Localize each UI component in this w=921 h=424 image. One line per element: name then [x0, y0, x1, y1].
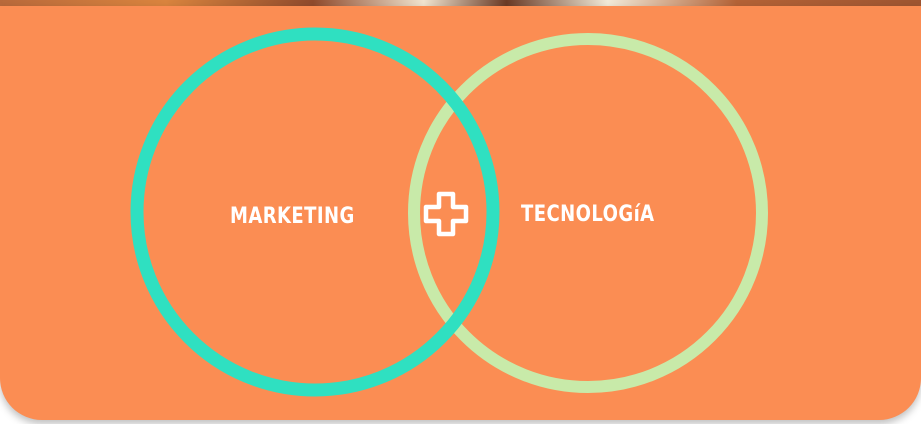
right-circle	[408, 33, 768, 393]
marketing-label: MARKETING	[230, 204, 355, 229]
plus-icon	[423, 191, 469, 237]
left-circle	[130, 27, 500, 397]
technology-label: TECNOLOGíA	[521, 202, 655, 227]
